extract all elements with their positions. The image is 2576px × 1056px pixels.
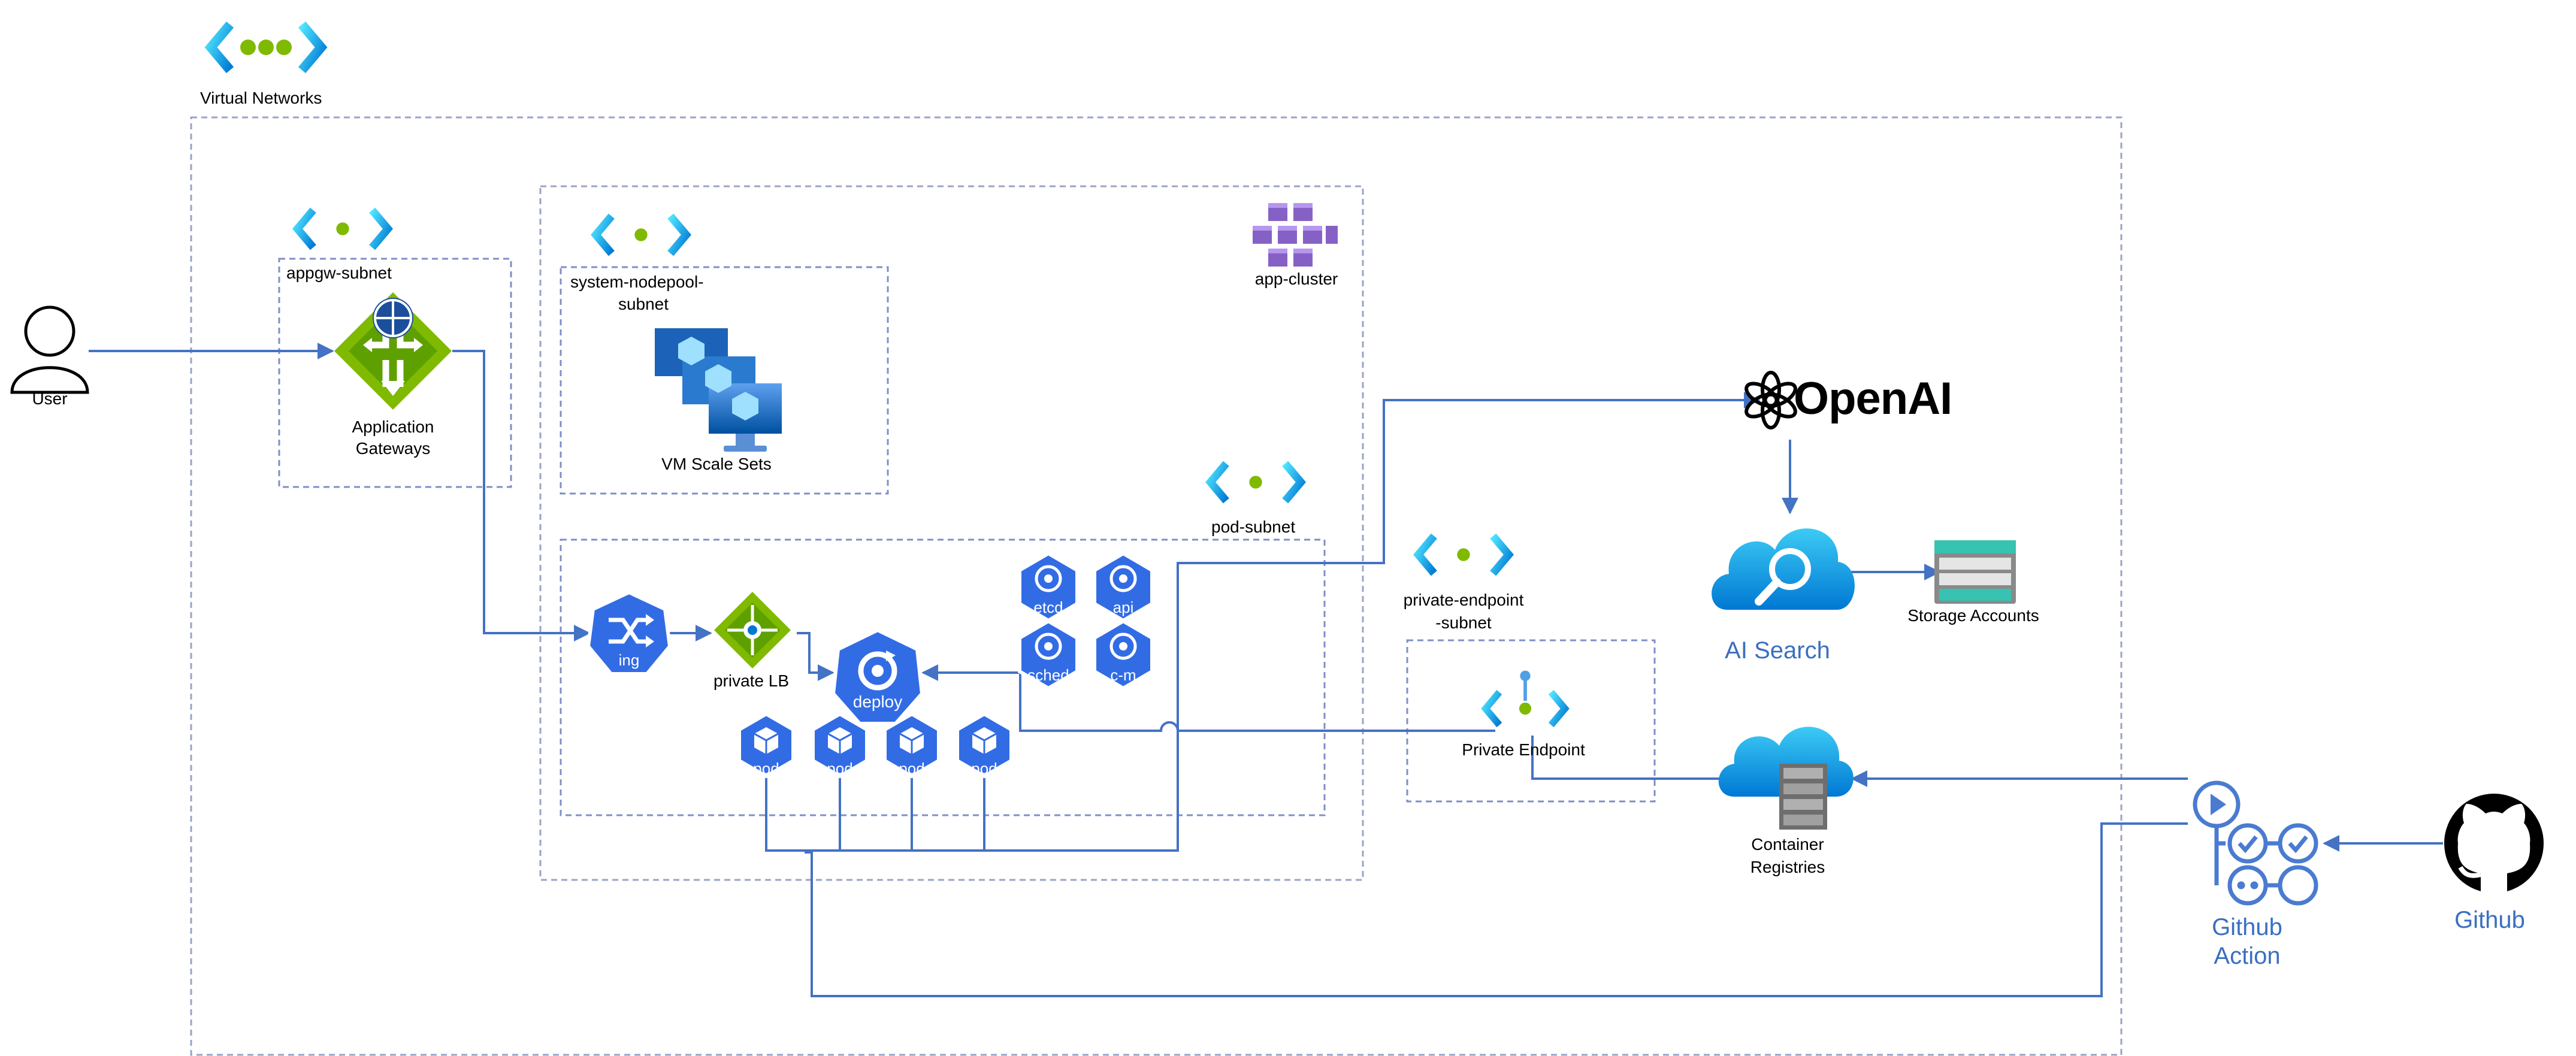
pod-text: pod <box>971 760 997 777</box>
container-registries-label-line2: Registries <box>1750 858 1825 876</box>
cm-text: c-m <box>1110 666 1136 684</box>
storage-accounts-icon <box>1934 540 2016 604</box>
system-nodepool-subnet-boundary <box>560 266 889 495</box>
private-lb-label: private LB <box>713 671 790 690</box>
ai-search-label: AI Search <box>1725 637 1830 664</box>
appgw-subnet-boundary <box>278 258 512 488</box>
vm-scale-sets-icon <box>655 328 782 452</box>
pod-text: pod <box>753 760 779 777</box>
private-endpoint-subnet-label-line1: private-endpoint <box>1403 591 1524 609</box>
user-icon <box>10 305 89 394</box>
connectors <box>89 343 2443 997</box>
private-endpoint-label: Private Endpoint <box>1462 740 1585 759</box>
pod-text: pod <box>899 760 925 777</box>
user-label: User <box>32 389 68 408</box>
ingress-icon <box>586 590 672 676</box>
appgw-subnet-icon <box>298 210 388 247</box>
app-cluster-boundary <box>539 185 1364 881</box>
deployment-icon <box>831 628 924 725</box>
private-endpoint-subnet-boundary <box>1406 639 1656 803</box>
container-registries-label-line1: Container <box>1751 835 1824 854</box>
sched-text: sched <box>1027 666 1069 684</box>
github-action-label-line2: Action <box>2214 943 2281 969</box>
application-gateway-icon <box>334 292 452 410</box>
connector-action-cluster <box>805 822 2188 997</box>
connector-appgw-ingress <box>452 350 591 642</box>
pod-subnet-icon <box>1211 464 1301 501</box>
openai-label: OpenAI <box>1794 373 1952 424</box>
private-lb-icon <box>714 592 791 668</box>
api-text: api <box>1112 598 1134 616</box>
application-gateways-label-line1: Application <box>352 417 434 436</box>
pod-text: pod <box>827 760 853 777</box>
github-logo-icon <box>2444 794 2544 893</box>
openai-logo-icon <box>1744 371 1797 429</box>
github-action-icon <box>2193 780 2318 906</box>
appgw-subnet-label: appgw-subnet <box>286 264 392 282</box>
pod-subnet-label: pod-subnet <box>1211 518 1296 536</box>
github-action-label-line1: Github <box>2212 914 2282 940</box>
pod-subnet-boundary <box>560 538 1326 816</box>
deploy-text: deploy <box>852 692 903 711</box>
connector-lb-deploy <box>797 632 835 681</box>
system-nodepool-label-line1: system-nodepool- <box>570 273 704 291</box>
connector-pe-deploy <box>921 664 1495 732</box>
ai-search-icon <box>1712 528 1855 610</box>
private-endpoint-subnet-label-line2: -subnet <box>1435 613 1492 632</box>
connector-pe-acr <box>1531 736 1760 780</box>
container-registries-icon <box>1718 727 1854 830</box>
virtual-networks-icon <box>211 25 321 70</box>
ingress-text: ing <box>618 651 640 669</box>
storage-accounts-label: Storage Accounts <box>1907 606 2039 625</box>
private-endpoint-subnet-icon <box>1419 536 1509 573</box>
connector-pods-openai <box>765 392 1761 852</box>
system-nodepool-subnet-icon <box>596 216 687 253</box>
vm-scale-sets-label: VM Scale Sets <box>661 455 772 473</box>
private-endpoint-icon <box>1486 670 1565 725</box>
aks-cluster-icon <box>1253 203 1338 267</box>
github-label: Github <box>2454 907 2525 933</box>
app-cluster-label: app-cluster <box>1254 270 1338 288</box>
system-nodepool-label-line2: subnet <box>618 295 669 313</box>
application-gateways-label-line2: Gateways <box>355 439 431 458</box>
virtual-network-boundary <box>190 116 2123 1056</box>
etcd-text: etcd <box>1033 598 1063 616</box>
virtual-networks-label: Virtual Networks <box>200 89 322 107</box>
